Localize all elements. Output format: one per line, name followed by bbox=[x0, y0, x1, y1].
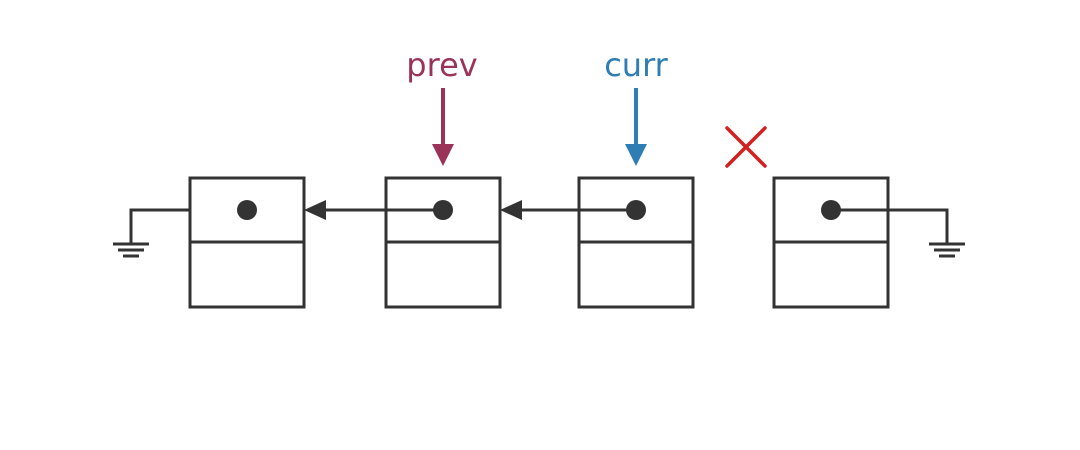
node-1-pointer-dot bbox=[237, 200, 257, 220]
link-arrow-node2-to-node1 bbox=[304, 200, 443, 220]
curr-pointer-label: curr bbox=[604, 46, 668, 84]
prev-pointer-arrow bbox=[432, 88, 454, 166]
broken-link-cross-icon bbox=[725, 126, 767, 168]
list-node-1 bbox=[188, 176, 306, 309]
list-node-3 bbox=[577, 176, 695, 309]
null-ground-right-icon bbox=[831, 208, 965, 258]
list-node-2 bbox=[384, 176, 502, 309]
list-node-4 bbox=[772, 176, 890, 309]
prev-pointer-label: prev bbox=[406, 46, 477, 84]
link-arrow-node3-to-node2 bbox=[500, 200, 636, 220]
curr-pointer-arrow bbox=[625, 88, 647, 166]
